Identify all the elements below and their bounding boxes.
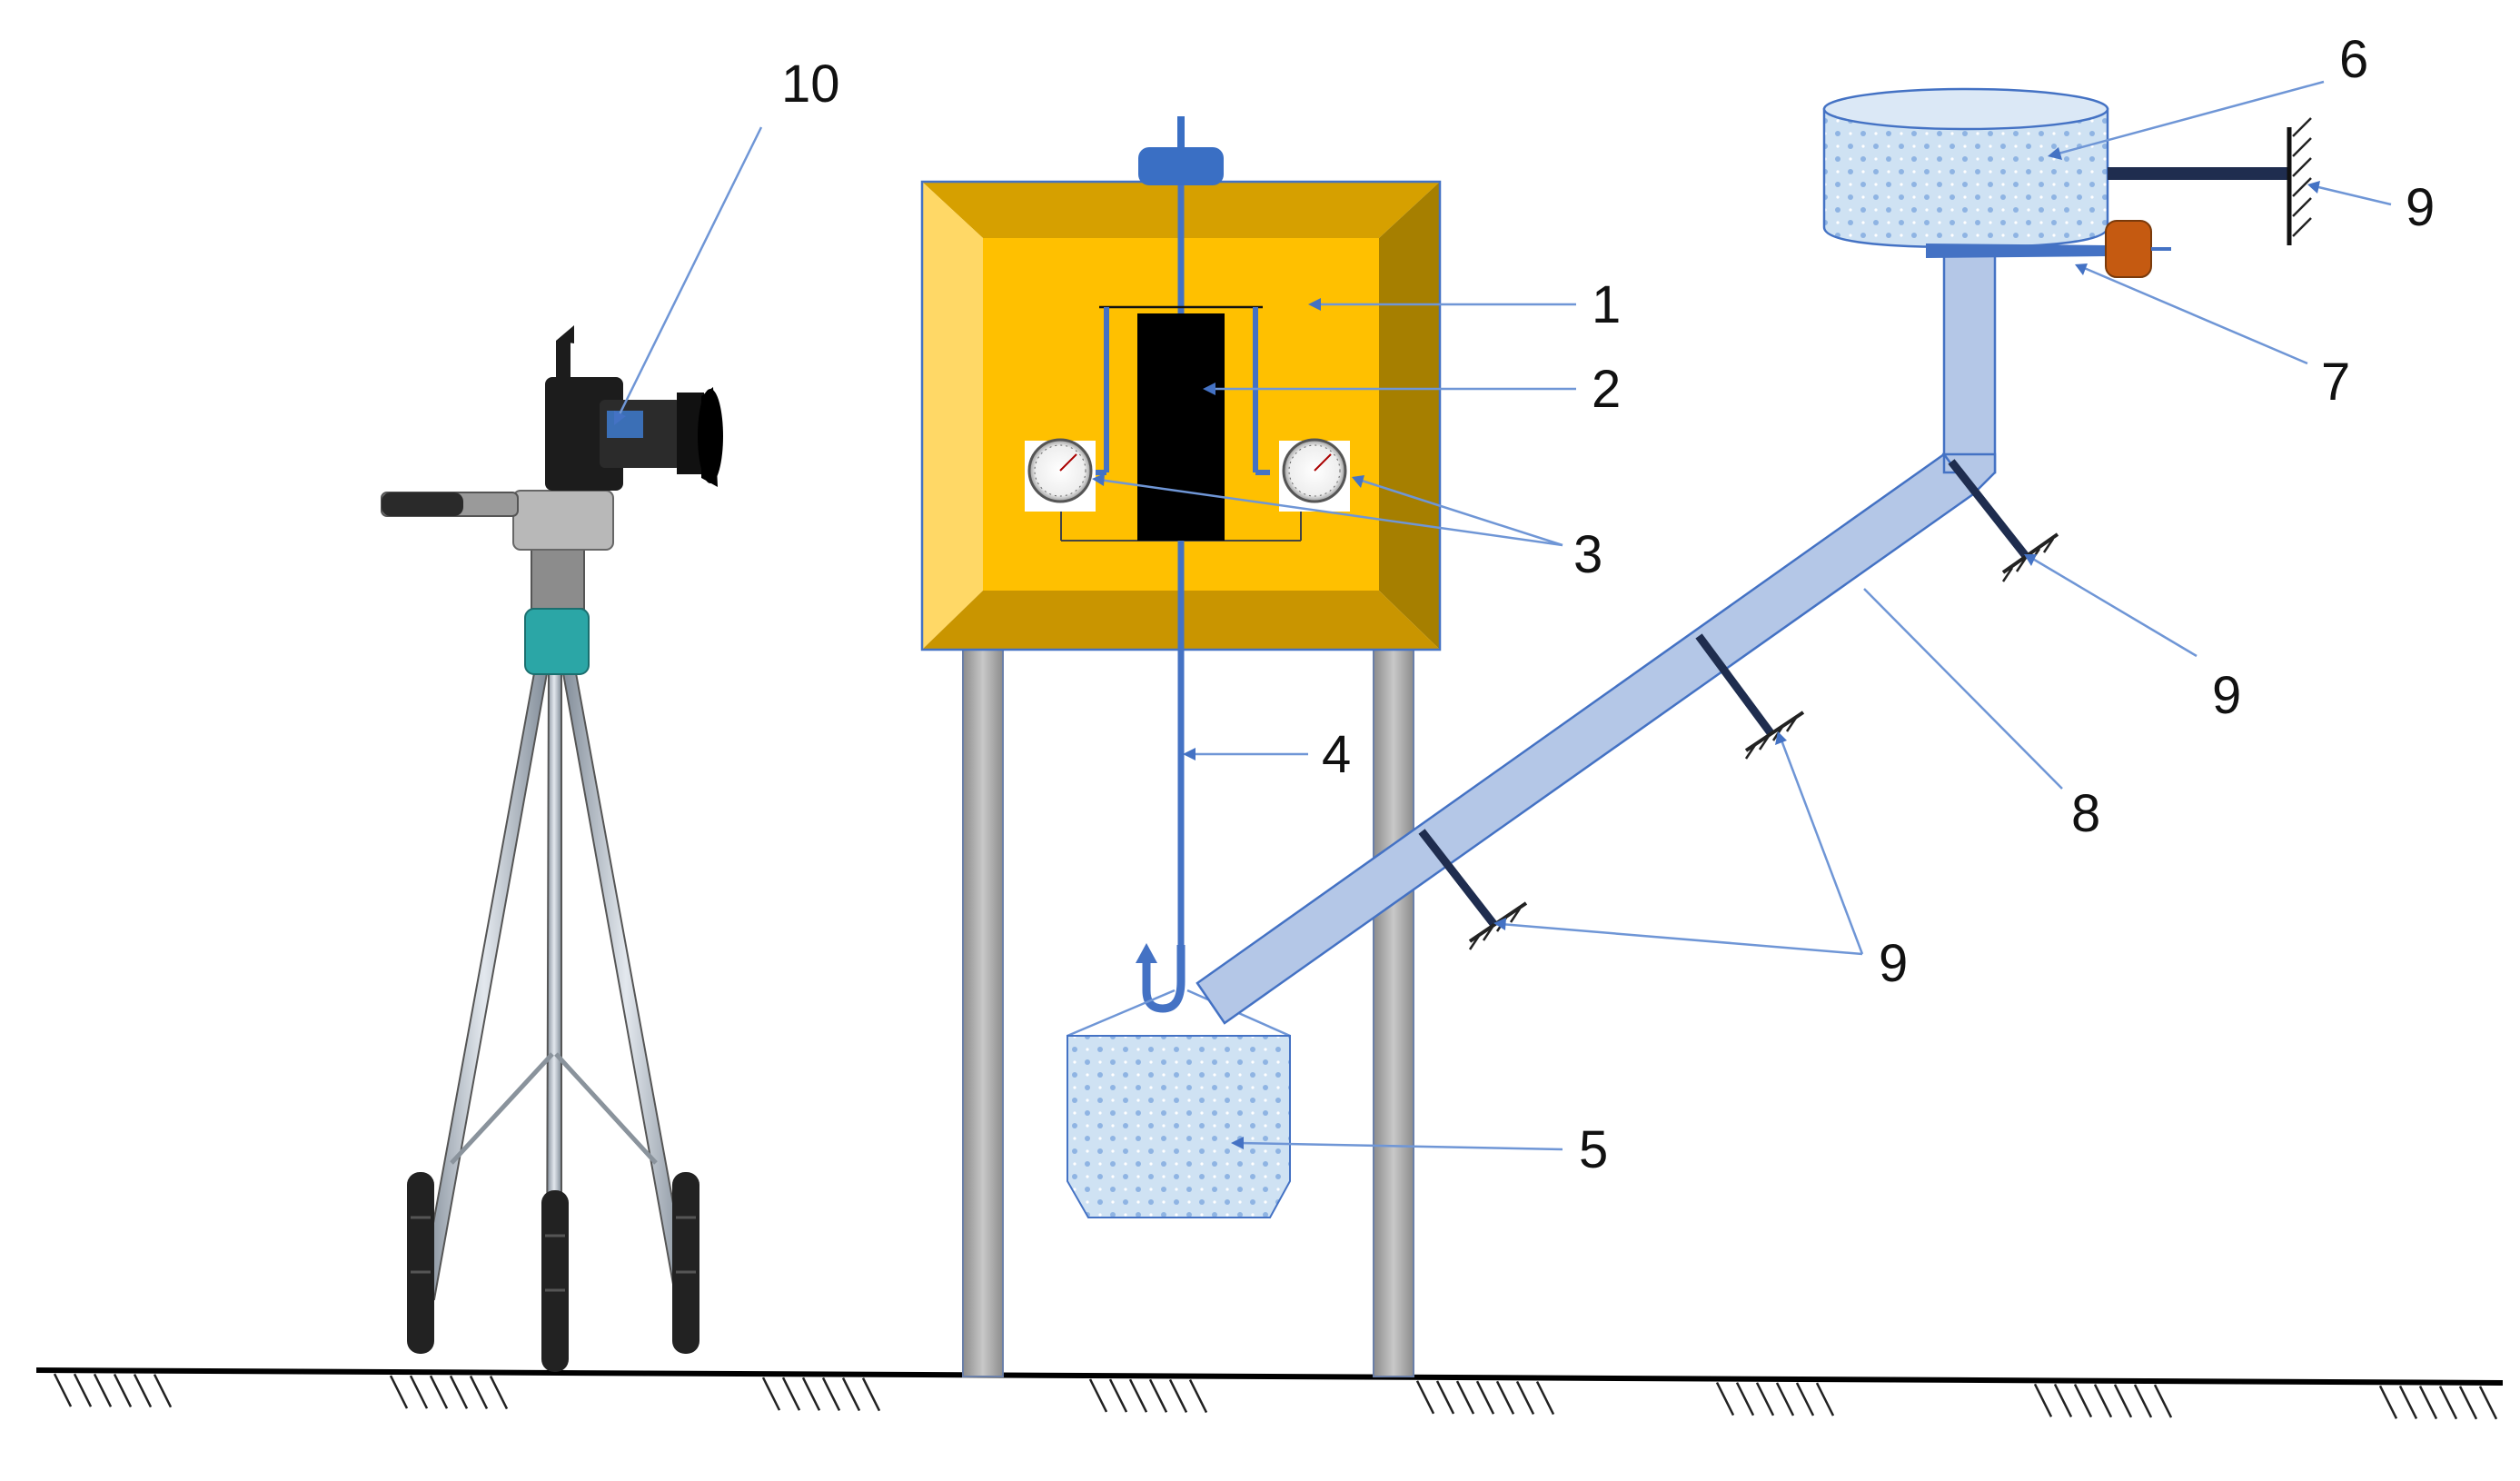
ground-hatch-mark — [429, 1375, 449, 1409]
trough-supports — [1418, 459, 2059, 950]
ground-hatch-mark — [2093, 1384, 2113, 1418]
ground-hatch-mark — [1455, 1380, 1475, 1415]
camera-lens — [698, 389, 723, 483]
callout-labels: 1 2 3 4 5 6 7 8 9 9 9 10 — [781, 30, 2435, 1179]
ground-hatch-mark — [2398, 1385, 2418, 1419]
collection-basket — [1067, 989, 1291, 1218]
ground-hatch-mark — [489, 1376, 509, 1410]
ground-hatch-mark — [133, 1373, 153, 1408]
ground-hatch-mark — [1415, 1380, 1435, 1415]
ground-hatch-mark — [2458, 1386, 2478, 1420]
top-valve — [1138, 147, 1224, 185]
ground-hatch-mark — [449, 1375, 469, 1409]
tripod-head — [512, 490, 614, 551]
ground-hatch-mark — [1148, 1378, 1168, 1413]
ground-hatch-mark — [1088, 1378, 1108, 1413]
ground-hatch-mark — [113, 1373, 133, 1408]
ground-hatch-mark — [2033, 1383, 2053, 1417]
label-9-upper-support: 9 — [2212, 666, 2241, 725]
ground-hatch-mark — [761, 1377, 781, 1411]
label-5: 5 — [1579, 1120, 1608, 1179]
ground-hatch-mark — [389, 1375, 409, 1409]
label-4: 4 — [1322, 725, 1351, 784]
label-9-lower-supports: 9 — [1879, 934, 1908, 993]
ground-hatch-mark — [2438, 1386, 2458, 1420]
stand-leg-right — [1373, 635, 1414, 1377]
ground-hatch-mark — [1755, 1382, 1775, 1416]
label-3: 3 — [1573, 525, 1602, 584]
label-10: 10 — [781, 55, 840, 114]
ground-hatch-mark — [1735, 1382, 1755, 1416]
ground-hatch-mark — [1775, 1382, 1795, 1416]
ground-hatch-mark — [781, 1377, 801, 1411]
ground-hatch-mark — [2133, 1384, 2153, 1418]
tripod-foot-right — [672, 1172, 699, 1354]
ground-hatch-mark — [2478, 1386, 2498, 1420]
ground-hatch-mark — [1495, 1380, 1515, 1415]
ground-hatch-mark — [2053, 1383, 2073, 1418]
tripod-leg-left — [418, 662, 551, 1301]
ground-hatch-mark — [409, 1375, 429, 1409]
ground-hatch-mark — [93, 1373, 113, 1407]
ground-hatch-mark — [1715, 1381, 1735, 1416]
ground-hatch-mark — [2378, 1385, 2398, 1419]
ground-hatch-mark — [2153, 1384, 2173, 1418]
label-8: 8 — [2071, 784, 2100, 843]
ground-hatch-mark — [1515, 1380, 1535, 1415]
label-6: 6 — [2339, 30, 2368, 89]
ground-hatch-mark — [2113, 1384, 2133, 1418]
ground-hatch-mark — [1168, 1378, 1188, 1413]
tripod-leg-right — [560, 662, 692, 1301]
ground-hatch-mark — [53, 1373, 73, 1407]
ground-hatch-mark — [861, 1377, 881, 1412]
ground-hatch-mark — [1795, 1382, 1815, 1416]
ground-hatch-mark — [821, 1377, 841, 1412]
support-lower — [1418, 829, 1528, 950]
ground-hatch-mark — [1108, 1378, 1128, 1413]
ground-hatch-mark — [469, 1375, 489, 1410]
tripod-foot-left — [407, 1172, 434, 1354]
water-tank — [1822, 87, 2109, 249]
label-1: 1 — [1592, 275, 1621, 334]
label-2: 2 — [1592, 360, 1621, 419]
ground-hatch-mark — [153, 1374, 173, 1408]
ground-hatch-mark — [1435, 1380, 1455, 1415]
stand-leg-left — [962, 635, 1004, 1377]
support-middle — [1695, 633, 1805, 760]
dial-gauge-left — [1025, 438, 1096, 512]
ground-hatch-mark — [1535, 1380, 1555, 1416]
ground — [35, 1367, 2504, 1420]
specimen — [1137, 313, 1225, 541]
ground-hatch-mark — [1475, 1380, 1495, 1415]
tripod-foot-center — [541, 1190, 569, 1372]
leader-lines — [614, 80, 2392, 1151]
vertical-chute — [1942, 253, 1997, 474]
ground-hatch-mark — [73, 1373, 93, 1407]
camera-tripod — [381, 325, 723, 1372]
tank-wall-mount — [2108, 117, 2312, 245]
pan-handle — [382, 492, 463, 516]
label-7: 7 — [2321, 353, 2350, 412]
label-9-tank: 9 — [2406, 178, 2435, 237]
test-chamber — [920, 116, 1442, 1013]
ground-hatch-mark — [1188, 1378, 1208, 1414]
ground-hatch-mark — [2073, 1384, 2093, 1418]
ground-hatch-mark — [2418, 1385, 2438, 1420]
dial-gauge-right — [1279, 438, 1350, 512]
ground-hatch-mark — [841, 1377, 861, 1412]
ground-hatch-mark — [1815, 1382, 1835, 1416]
ground-hatch-mark — [801, 1377, 821, 1411]
hook — [1142, 945, 1186, 1013]
tripod-collar — [524, 608, 590, 675]
flow-valve — [1926, 220, 2171, 278]
ground-hatch-mark — [1128, 1378, 1148, 1413]
